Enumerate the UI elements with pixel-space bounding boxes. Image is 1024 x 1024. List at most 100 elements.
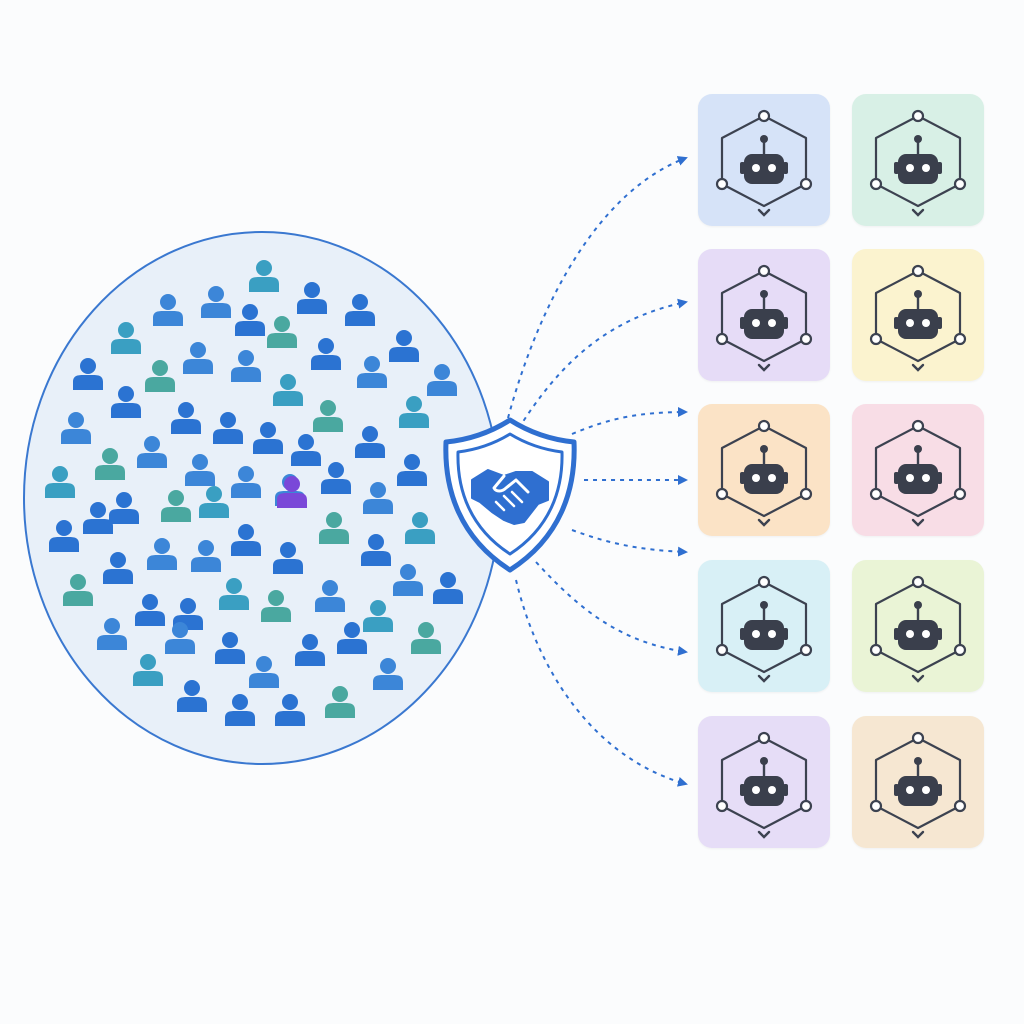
person-icon: [231, 524, 261, 556]
person-icon: [273, 374, 303, 406]
agent-tile: [698, 94, 830, 226]
agent-tile: [698, 404, 830, 536]
agent-tile: [698, 716, 830, 848]
person-icon: [295, 634, 325, 666]
person-icon: [235, 304, 265, 336]
person-icon: [145, 360, 175, 392]
person-icon: [363, 600, 393, 632]
person-icon: [397, 454, 427, 486]
person-icon: [363, 482, 393, 514]
person-icon: [185, 454, 215, 486]
robot-network-icon: [715, 731, 813, 839]
robot-network-icon: [869, 419, 967, 527]
person-icon: [361, 534, 391, 566]
person-icon: [219, 578, 249, 610]
agent-tile: [852, 560, 984, 692]
person-icon: [261, 590, 291, 622]
dashed-arrow-icon: [513, 298, 688, 437]
person-icon: [61, 412, 91, 444]
person-icon: [405, 512, 435, 544]
agent-tile: [852, 404, 984, 536]
person-icon: [63, 574, 93, 606]
person-icon: [315, 580, 345, 612]
person-icon: [313, 400, 343, 432]
person-icon: [291, 434, 321, 466]
dashed-arrow-icon: [535, 561, 688, 656]
person-icon: [357, 356, 387, 388]
person-icon: [225, 694, 255, 726]
person-icon: [161, 490, 191, 522]
dashed-arrow-icon: [571, 529, 688, 557]
agent-tile: [852, 716, 984, 848]
people-crowd-icon: [23, 231, 501, 765]
person-icon: [191, 540, 221, 572]
person-icon: [135, 594, 165, 626]
person-icon: [133, 654, 163, 686]
person-icon: [103, 552, 133, 584]
person-icon: [231, 466, 261, 498]
person-icon: [311, 338, 341, 370]
person-icon: [165, 622, 195, 654]
person-icon: [109, 492, 139, 524]
person-icon: [389, 330, 419, 362]
person-icon: [97, 618, 127, 650]
person-icon: [253, 422, 283, 454]
robot-network-icon: [715, 264, 813, 372]
person-icon: [153, 294, 183, 326]
person-icon: [213, 412, 243, 444]
robot-network-icon: [715, 419, 813, 527]
person-icon: [319, 512, 349, 544]
robot-network-icon: [869, 575, 967, 683]
dashed-arrow-icon: [515, 579, 688, 787]
robot-network-icon: [869, 109, 967, 217]
robot-network-icon: [869, 731, 967, 839]
person-icon: [325, 686, 355, 718]
person-icon: [345, 294, 375, 326]
person-icon: [177, 680, 207, 712]
person-icon: [137, 436, 167, 468]
person-icon: [45, 466, 75, 498]
person-icon: [275, 694, 305, 726]
person-icon: [249, 656, 279, 688]
person-icon: [427, 364, 457, 396]
person-icon: [95, 448, 125, 480]
person-icon: [231, 350, 261, 382]
connector-arrows: [507, 156, 688, 787]
person-icon: [393, 564, 423, 596]
person-icon: [171, 402, 201, 434]
highlighted-person-icon: [277, 476, 307, 508]
robot-network-icon: [869, 264, 967, 372]
person-icon: [373, 658, 403, 690]
robot-network-icon: [715, 575, 813, 683]
person-icon: [83, 502, 113, 534]
person-icon: [49, 520, 79, 552]
shield-handshake-icon: [443, 417, 577, 573]
person-icon: [215, 632, 245, 664]
person-icon: [249, 260, 279, 292]
person-icon: [111, 322, 141, 354]
agent-tile: [698, 560, 830, 692]
person-icon: [73, 358, 103, 390]
person-icon: [399, 396, 429, 428]
dashed-arrow-icon: [571, 407, 688, 435]
person-icon: [355, 426, 385, 458]
person-icon: [199, 486, 229, 518]
agent-tile: [852, 94, 984, 226]
person-icon: [183, 342, 213, 374]
person-icon: [297, 282, 327, 314]
dashed-arrow-icon: [507, 156, 688, 419]
person-icon: [111, 386, 141, 418]
person-icon: [267, 316, 297, 348]
person-icon: [411, 622, 441, 654]
person-icon: [321, 462, 351, 494]
person-icon: [337, 622, 367, 654]
person-icon: [273, 542, 303, 574]
agent-tile: [852, 249, 984, 381]
person-icon: [147, 538, 177, 570]
robot-network-icon: [715, 109, 813, 217]
people-crowd: [45, 260, 463, 726]
agent-tile: [698, 249, 830, 381]
person-icon: [201, 286, 231, 318]
